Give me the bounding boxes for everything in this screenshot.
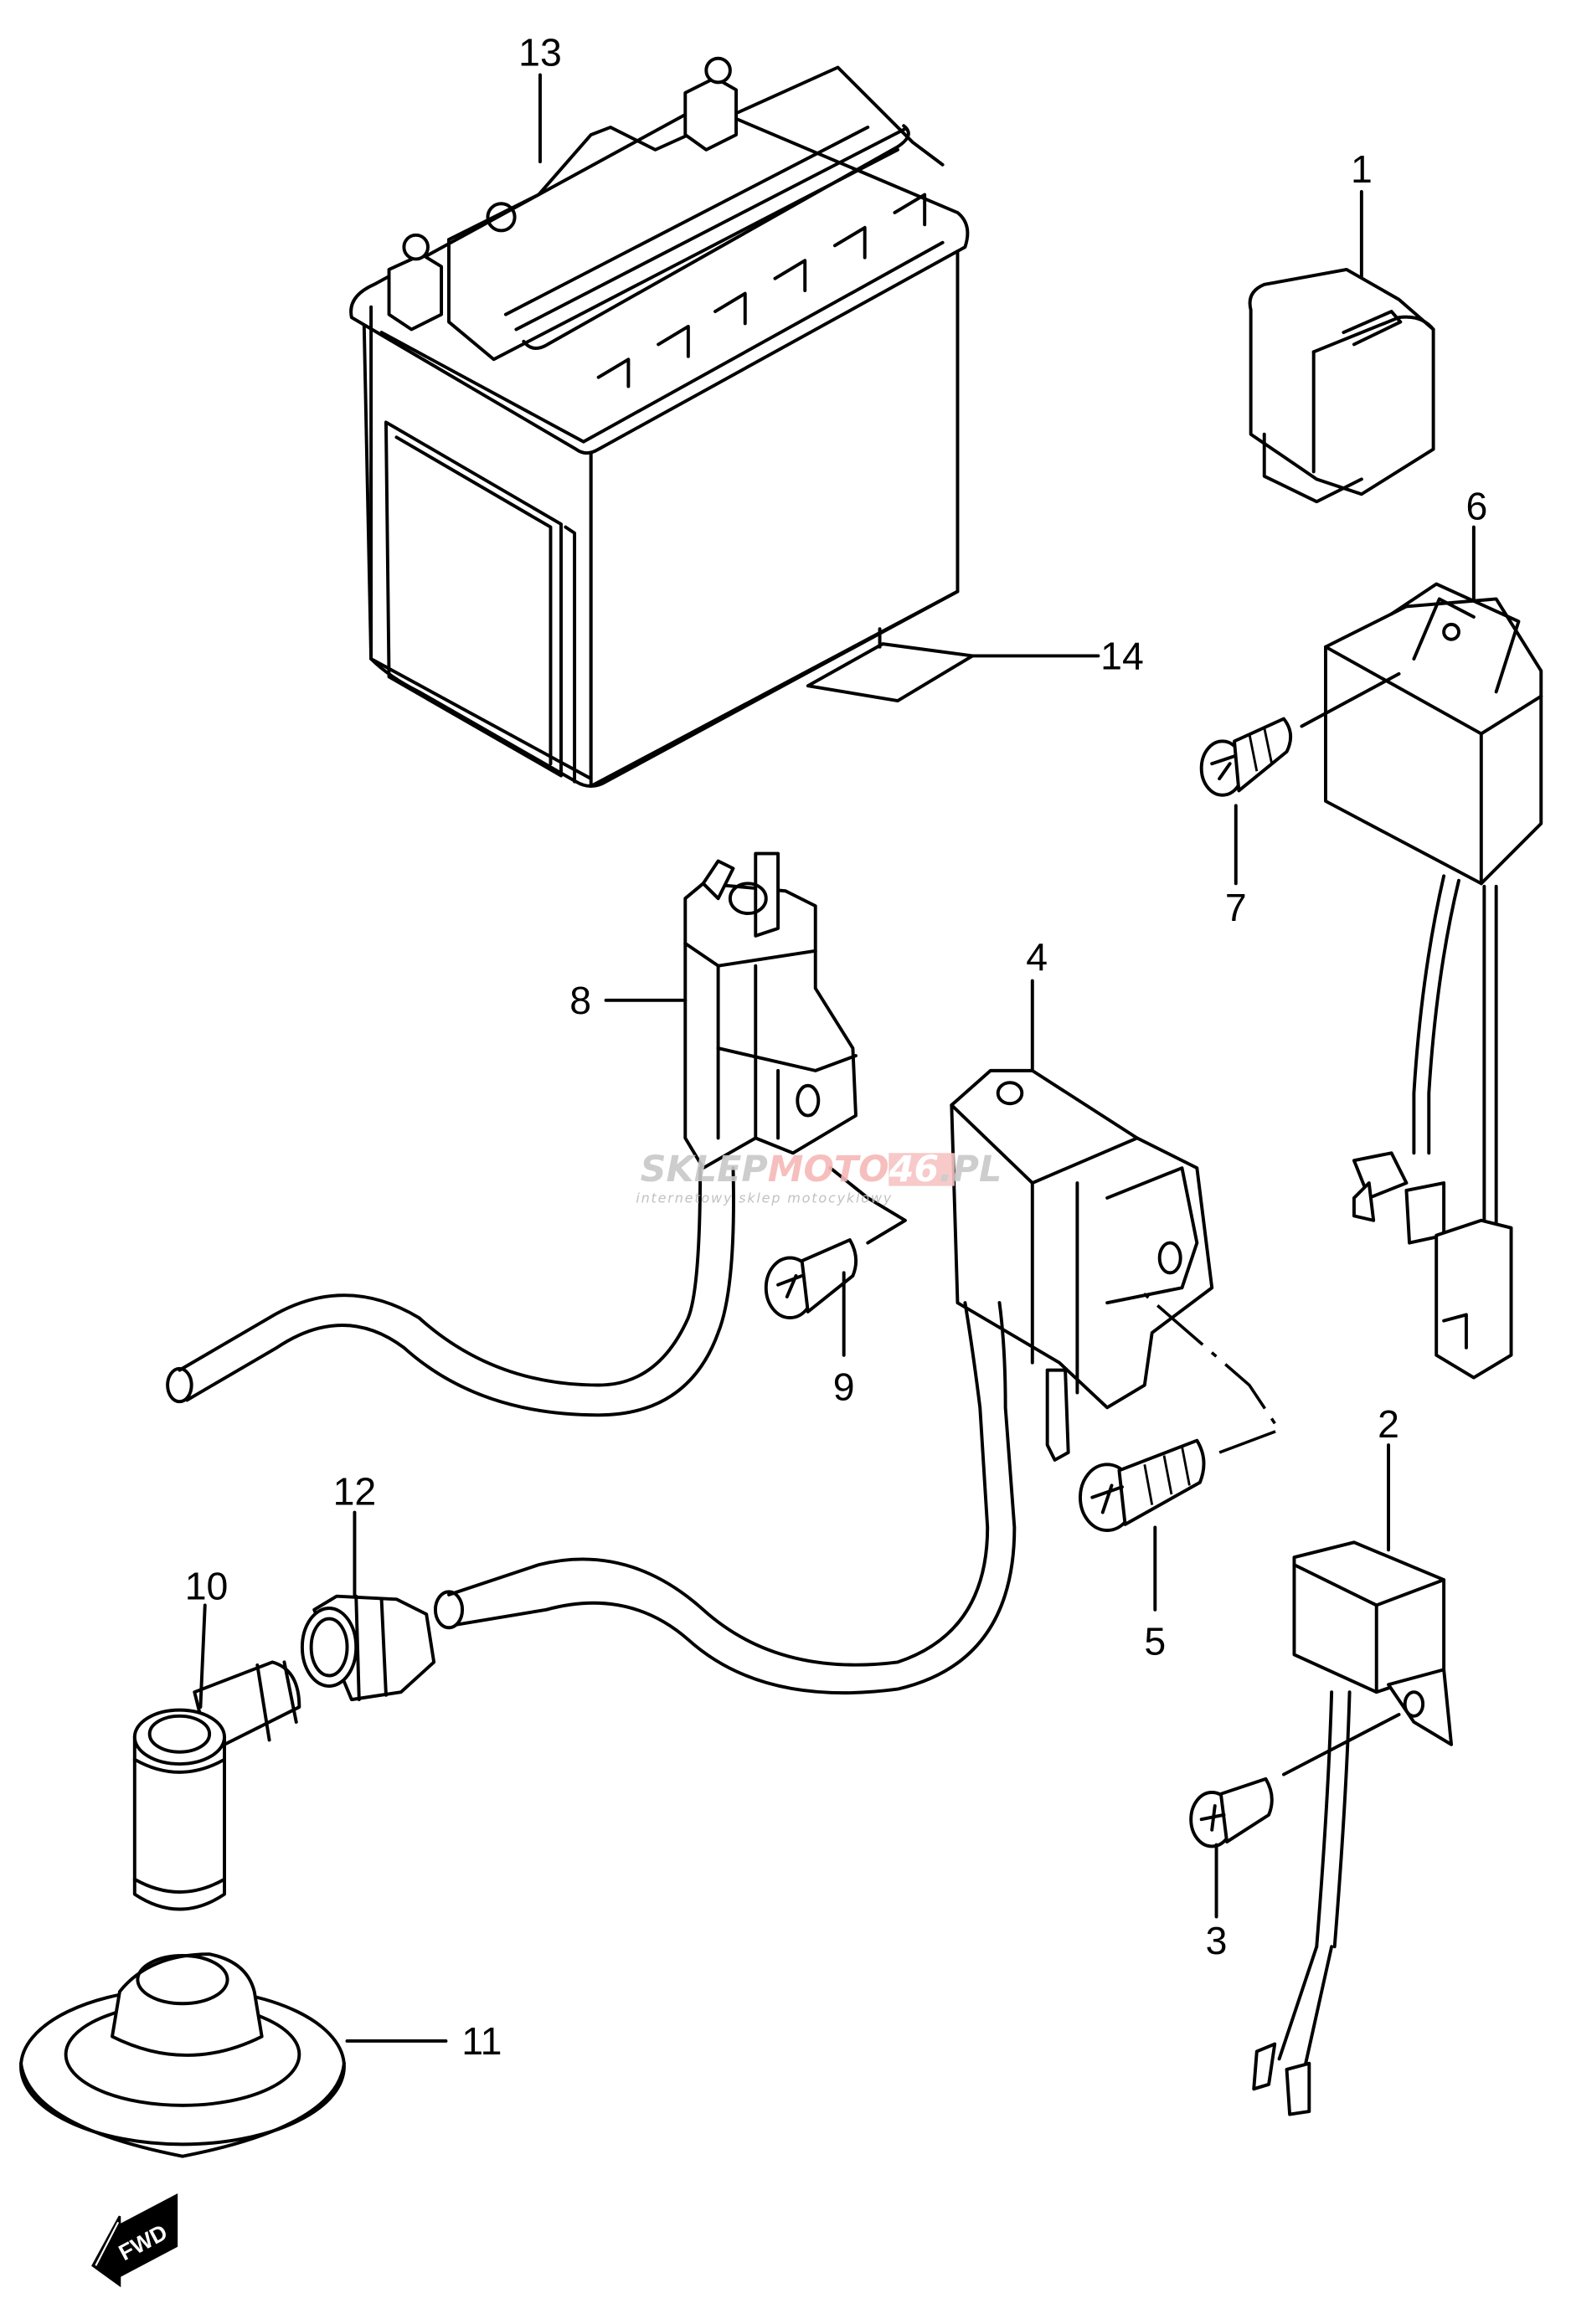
callout-4: 4 — [1026, 935, 1048, 979]
battery-part — [349, 56, 970, 789]
watermark-brand-3: 46 — [889, 1149, 940, 1190]
seal-12-part — [300, 1594, 436, 1702]
plug-cap-10-part — [132, 1660, 301, 1911]
watermark-brand-2: MOTO — [768, 1149, 889, 1190]
boot-cover-11-part — [19, 1952, 346, 2158]
screw-9-part — [764, 1166, 907, 1357]
watermark-brand-4: .PL — [939, 1149, 1002, 1190]
callout-14: 14 — [1100, 635, 1144, 678]
screw-3-part — [1189, 1713, 1401, 1848]
callout-13: 13 — [518, 31, 562, 75]
callout-12: 12 — [333, 1470, 377, 1514]
screw-7-part — [1199, 671, 1401, 797]
callout-2: 2 — [1378, 1402, 1399, 1446]
callout-5: 5 — [1144, 1619, 1166, 1663]
callout-1: 1 — [1351, 147, 1373, 191]
svg-text:SKLEPMOTO46.PL: SKLEPMOTO46.PL — [641, 1149, 1002, 1190]
relay-part — [1248, 267, 1435, 504]
coil-4-part — [433, 1068, 1214, 1695]
watermark-brand-1: SKLEP — [641, 1149, 768, 1190]
callout-3: 3 — [1206, 1919, 1228, 1962]
callout-6: 6 — [1466, 485, 1488, 528]
fwd-arrow-icon: FWD — [91, 2193, 178, 2288]
regulator-part — [1252, 1540, 1454, 2116]
control-unit-part — [1324, 582, 1543, 1380]
leader-lines — [198, 73, 1476, 2043]
callout-8: 8 — [569, 979, 591, 1022]
callout-10: 10 — [185, 1564, 229, 1607]
callout-9: 9 — [833, 1365, 855, 1408]
watermark: SKLEPMOTO46.PL internetowy sklep motocyk… — [636, 1149, 1002, 1206]
callout-labels: 13 14 1 6 7 8 9 4 5 2 3 12 10 11 — [185, 31, 1488, 2063]
coil-8-part — [166, 851, 858, 1417]
callout-11: 11 — [461, 2019, 502, 2063]
callout-7: 7 — [1225, 886, 1247, 929]
bolt-5-part — [1079, 1286, 1282, 1612]
watermark-tagline: internetowy sklep motocyklowy — [636, 1190, 893, 1206]
